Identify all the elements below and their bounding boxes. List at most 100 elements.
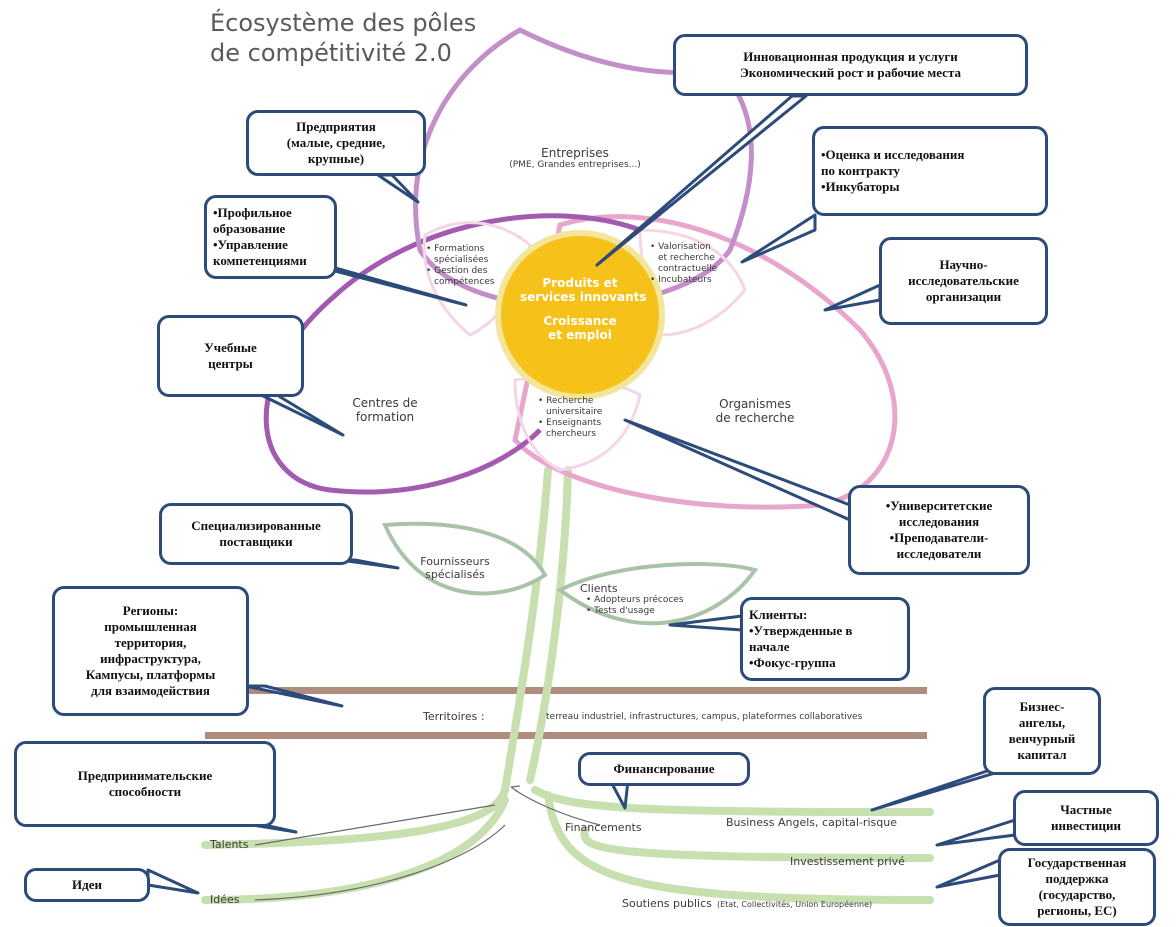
callout-talents: Предпринимательские способности — [14, 741, 276, 827]
callout-fournisseurs: Специализированные поставщики — [159, 503, 353, 565]
callout-line: Государственная — [1027, 855, 1127, 870]
overlap-right-line: contractuelle — [658, 264, 718, 274]
callout-soutiens: Государственная поддержка (государство, … — [998, 848, 1156, 926]
callout-entreprises: Предприятия (малые, средние, крупные) — [246, 110, 426, 176]
clients-item: • Adopteurs précoces — [586, 595, 684, 605]
title-line2: de compétitivité 2.0 — [210, 39, 452, 67]
callout-line: Финансирование — [613, 761, 715, 776]
overlap-left-line: • Formations — [426, 244, 485, 254]
recherche-line2: de recherche — [715, 411, 795, 425]
callout-line: •Фокус-группа — [749, 655, 836, 670]
callout-line: инфраструктура, — [100, 651, 201, 666]
overlap-right-line: • Valorisation — [650, 242, 711, 252]
overlap-bottom-line: chercheurs — [546, 429, 596, 439]
petal-centres-formation — [263, 213, 641, 495]
callout-line: центры — [208, 356, 253, 371]
callout-territoires: Регионы: промышленная территория, инфрас… — [52, 586, 249, 716]
recherche-line1: Organismes — [719, 397, 791, 411]
callout-line: Инновационная продукция и услуги — [743, 49, 958, 64]
center-line3: Croissance — [543, 314, 617, 328]
center-line4: et emploi — [548, 328, 612, 342]
overlap-right-line: et recherche — [658, 253, 715, 263]
callout-line: капитал — [1017, 747, 1067, 762]
callout-line: ангелы, — [1018, 715, 1066, 730]
callout-line: Научно- — [939, 257, 988, 272]
callout-line: Идеи — [72, 877, 102, 892]
callout-line: Регионы: — [122, 603, 179, 618]
overlap-right-label: • Valorisation et recherche contractuell… — [650, 242, 717, 286]
center-line1: Produits et — [542, 276, 618, 290]
center-line2: services innovants — [520, 290, 647, 304]
callout-line: способности — [108, 784, 182, 799]
callout-innovation: Инновационная продукция и услуги Экономи… — [673, 34, 1028, 96]
fournisseurs-line2: spécialisés — [425, 568, 485, 581]
callout-line: промышленная — [104, 619, 197, 634]
callout-valorisation: •Оценка и исследования по контракту •Инк… — [812, 126, 1048, 216]
callout-line: •Университетские — [885, 498, 993, 513]
callout-line: исследовательские — [908, 273, 1019, 288]
callout-line: Бизнес- — [1019, 699, 1065, 714]
callout-line: регионы, ЕС) — [1037, 903, 1117, 918]
callout-line: по контракту — [821, 163, 901, 178]
overlap-right-line: • Incubateurs — [650, 275, 712, 285]
callout-line: •Утвержденные в — [749, 623, 853, 638]
callout-recherche: Научно- исследовательские организации — [879, 237, 1048, 325]
soil-band-top — [205, 687, 927, 694]
leaf-fournisseurs — [382, 521, 548, 596]
overlap-left-line: spécialisées — [434, 255, 489, 265]
root-label-idees: Idées — [210, 893, 240, 906]
callout-line: •Оценка и исследования — [821, 147, 965, 162]
flow-arrows — [254, 785, 601, 901]
entreprises-title: Entreprises — [541, 146, 609, 160]
petal-label-formation: Centres de formation — [330, 396, 440, 424]
callout-line: •Управление — [213, 237, 288, 252]
callout-line: венчурный — [1008, 731, 1076, 746]
callout-financements: Финансирование — [578, 752, 750, 786]
callout-line: (малые, средние, — [286, 135, 386, 150]
callout-line: исследователи — [896, 546, 982, 561]
leaf-label-fournisseurs: Fournisseurs spécialisés — [400, 555, 510, 581]
petal-label-entreprises: Entreprises (PME, Grandes entreprises...… — [475, 146, 675, 171]
callout-line: Кампусы, платформы — [85, 667, 216, 682]
callout-line: начале — [749, 639, 790, 654]
clients-title: Clients — [580, 582, 618, 595]
callout-line: Частные — [1060, 802, 1112, 817]
overlap-bottom-line: universitaire — [546, 407, 603, 417]
territoires-label: Territoires : — [423, 710, 485, 723]
petal-label-recherche: Organismes de recherche — [700, 397, 810, 425]
root-label-financements: Financements — [565, 821, 642, 834]
leaf-label-clients: Clients • Adopteurs précoces • Tests d'u… — [580, 582, 684, 617]
callout-line: •Профильное — [213, 205, 292, 220]
overlap-bottom-line: • Recherche — [538, 396, 594, 406]
callout-pointers — [146, 94, 1017, 895]
root-label-talents: Talents — [210, 838, 249, 851]
leaf-clients — [556, 562, 759, 626]
formation-line2: formation — [355, 410, 415, 424]
clients-item: • Tests d'usage — [586, 606, 655, 616]
callout-line: •Инкубаторы — [821, 179, 900, 194]
callout-line: (государство, — [1038, 887, 1116, 902]
publics-label: Soutiens publics — [622, 897, 712, 910]
entreprises-sub: (PME, Grandes entreprises...) — [509, 160, 641, 170]
callout-line: для взаимодействия — [91, 683, 210, 698]
callout-clients: Клиенты: •Утвержденные в начале •Фокус-г… — [740, 597, 910, 681]
callout-line: территория, — [114, 635, 187, 650]
overlap-left-line: compétences — [434, 277, 495, 287]
callout-line: поддержка — [1045, 871, 1109, 886]
callout-line: исследования — [898, 514, 980, 529]
overlap-left-line: • Gestion des — [426, 266, 488, 276]
callout-line: Экономический рост и рабочие места — [739, 65, 961, 80]
callout-universite: •Университетские исследования •Преподава… — [848, 485, 1030, 575]
overlap-bottom-label: • Recherche universitaire • Enseignants … — [538, 396, 602, 440]
title-line1: Écosystème des pôles — [210, 9, 477, 37]
root-label-business: Business Angels, capital-risque — [726, 816, 897, 829]
center-label: Produits et services innovants Croissanc… — [520, 276, 647, 342]
callout-line: организации — [925, 289, 1002, 304]
callout-line: •Преподаватели- — [889, 530, 989, 545]
root-label-publics: Soutiens publics (Etat, Collectivités, U… — [622, 892, 872, 911]
callout-idees: Идеи — [24, 868, 150, 902]
publics-sub: (Etat, Collectivités, Union Européenne) — [716, 900, 873, 909]
petal-organismes-recherche — [512, 214, 898, 510]
center-disc — [495, 230, 665, 400]
